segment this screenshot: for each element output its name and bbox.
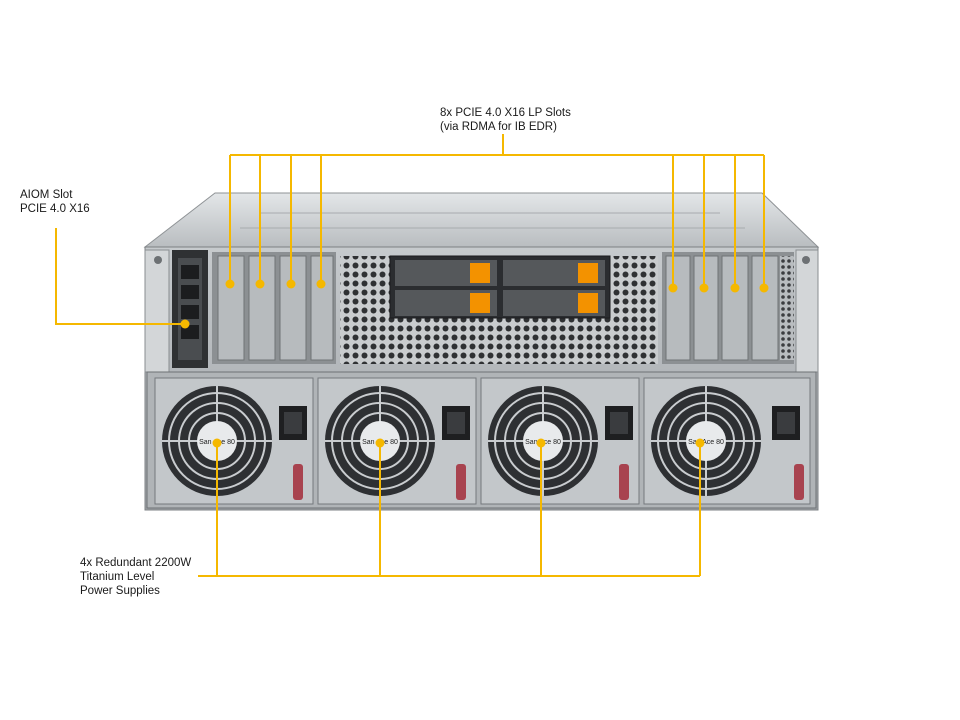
fan-label: San Ace 80 [688,439,724,446]
psu-latch [794,464,804,500]
power-inlet-icon [605,406,633,440]
psu-callout [198,443,701,577]
aiom-slot-label-line2: PCIE 4.0 X16 [20,203,90,215]
power-inlet-icon [772,406,800,440]
aiom-slot-label-line1: AIOM Slot [20,189,73,201]
right-rack-ear [795,249,819,373]
power-inlet-icon [442,406,470,440]
pcie-callout [229,134,765,288]
psu-1: San Ace 80 [154,377,314,505]
psu-latch [293,464,303,500]
power-supplies-label-line1: 4x Redundant 2200W [80,557,192,569]
psu-latch [456,464,466,500]
pcie-callout-dots [225,279,769,293]
left-rack-ear [144,249,170,373]
psu-2: San Ace 80 [317,377,477,505]
power-supplies-label: 4x Redundant 2200W Titanium Level Power … [80,556,191,598]
pcie-slots-label-line2: (via RDMA for IB EDR) [440,121,557,133]
fan-grille-icon [651,386,761,496]
right-pcie-slots [662,252,794,364]
psu-3: San Ace 80 [480,377,640,505]
aiom-slot-label: AIOM Slot PCIE 4.0 X16 [20,188,90,216]
power-supplies-label-line3: Power Supplies [80,585,160,597]
chassis-top [143,192,820,248]
psu-latch [619,464,629,500]
power-inlet-icon [279,406,307,440]
pcie-slots-label-line1: 8x PCIE 4.0 X16 LP Slots [440,107,571,119]
left-pcie-slots [212,252,336,364]
psu-4: San Ace 80 [643,377,811,505]
power-supplies-label-line2: Titanium Level [80,571,155,583]
psu-callout-dots [212,438,705,448]
aiom-callout [55,228,190,329]
pcie-slots-label: 8x PCIE 4.0 X16 LP Slots (via RDMA for I… [440,106,571,134]
drive-bay-icon [389,255,611,319]
aiom-slot [172,250,208,368]
